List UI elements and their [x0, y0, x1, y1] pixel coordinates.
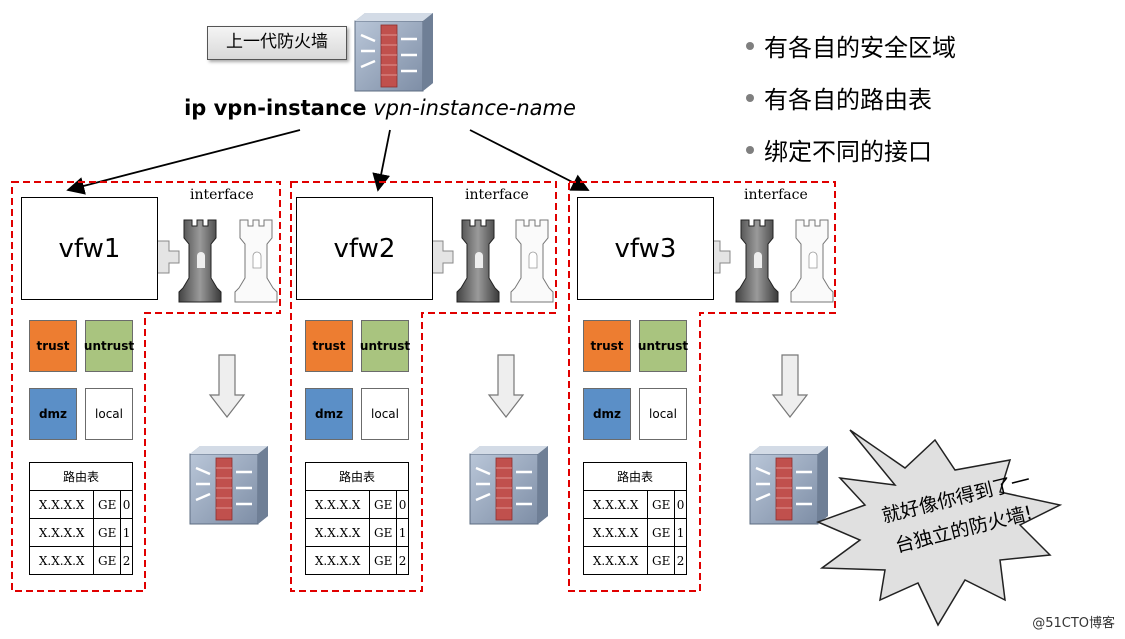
vfw3-box: vfw3	[577, 197, 714, 300]
bullet-dot-icon	[746, 146, 754, 154]
zone-trust: trust	[29, 320, 77, 372]
bullet-item: 有各自的路由表	[746, 82, 956, 134]
legacy-firewall-icon	[353, 11, 435, 93]
zone-dmz: dmz	[29, 388, 77, 440]
routing-table-title: 路由表	[583, 462, 687, 491]
zone-local: local	[639, 388, 687, 440]
callout-burst	[815, 429, 1063, 627]
vfw3-group-border	[568, 181, 836, 592]
rook-light-icon	[790, 219, 834, 303]
firewall-icon	[188, 444, 270, 526]
bullet-dot-icon	[746, 94, 754, 102]
rook-light-icon	[510, 219, 554, 303]
legacy-firewall-label: 上一代防火墙	[207, 26, 347, 60]
bullet-item: 有各自的安全区域	[746, 30, 956, 82]
vpn-instance-command: ip vpn-instance vpn-instance-name	[170, 96, 590, 120]
vfw1-box: vfw1	[21, 197, 158, 300]
command-keyword: ip vpn-instance	[184, 96, 367, 120]
routing-table-title: 路由表	[305, 462, 409, 491]
rook-light-icon	[234, 219, 278, 303]
rook-dark-icon	[178, 219, 222, 303]
command-argument: vpn-instance-name	[373, 96, 576, 120]
arrow-to-vfw3	[469, 129, 590, 191]
interface-label: interface	[744, 187, 808, 203]
down-arrow-icon	[488, 354, 524, 418]
down-arrow-icon	[772, 354, 808, 418]
zone-dmz: dmz	[583, 388, 631, 440]
zone-local: local	[85, 388, 133, 440]
zone-dmz: dmz	[305, 388, 353, 440]
rook-dark-icon	[735, 219, 779, 303]
down-arrow-icon	[209, 354, 245, 418]
zone-untrust: untrust	[638, 320, 688, 372]
bullet-dot-icon	[746, 42, 754, 50]
zone-local: local	[361, 388, 409, 440]
firewall-icon	[468, 444, 550, 526]
zone-trust: trust	[583, 320, 631, 372]
interface-label: interface	[465, 187, 529, 203]
rook-dark-icon	[456, 219, 500, 303]
vfw2-box: vfw2	[296, 197, 433, 300]
bullet-item: 绑定不同的接口	[746, 134, 956, 186]
arrow-to-vfw1	[66, 129, 301, 195]
firewall-icon	[748, 444, 830, 526]
zone-trust: trust	[305, 320, 353, 372]
feature-bullets: 有各自的安全区域 有各自的路由表 绑定不同的接口	[746, 30, 956, 186]
arrow-to-vfw2	[372, 129, 391, 192]
zone-untrust: untrust	[84, 320, 134, 372]
vfw2-group-border	[290, 181, 557, 592]
routing-table-title: 路由表	[29, 462, 133, 491]
vfw1-group-border	[11, 181, 281, 592]
zone-untrust: untrust	[360, 320, 410, 372]
interface-label: interface	[190, 187, 254, 203]
watermark: @51CTO博客	[1032, 616, 1115, 631]
